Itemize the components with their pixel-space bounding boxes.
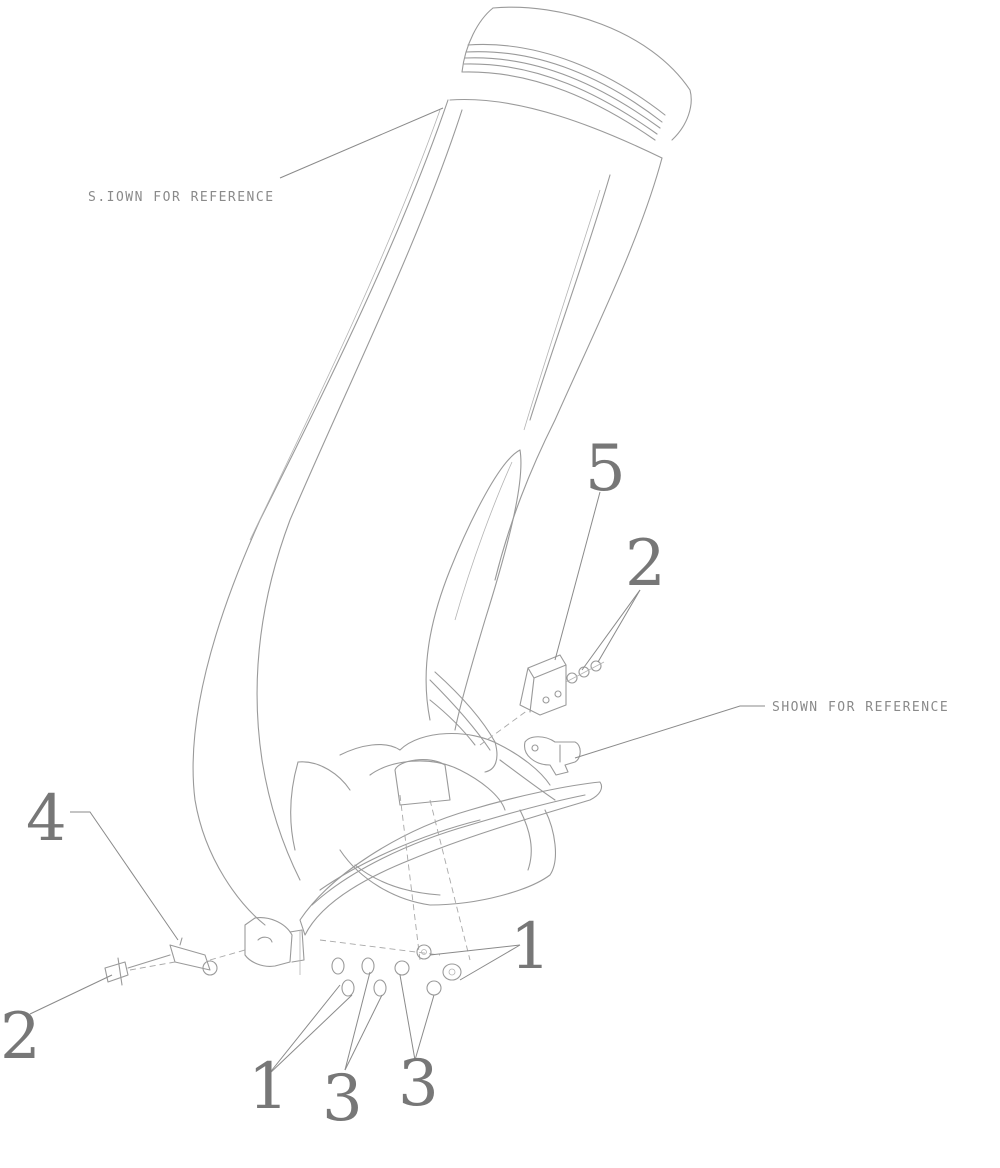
callout-2-left: 2	[0, 1000, 41, 1074]
callout-3-right: 3	[398, 1047, 439, 1121]
callout-3-left: 3	[322, 1062, 363, 1136]
callout-4: 4	[26, 782, 67, 856]
reference-note-right: SHOWN FOR REFERENCE	[772, 700, 949, 715]
callout-1-left: 1	[248, 1050, 289, 1124]
callout-5: 5	[585, 432, 626, 506]
part-2-right-hardware	[565, 660, 605, 684]
leader-lines	[29, 107, 765, 1076]
part-4-pivot-pin	[169, 937, 246, 976]
washers-and-nuts	[331, 944, 462, 997]
part-2-left-screw	[104, 954, 176, 986]
chute-assembly	[192, 6, 692, 975]
callout-1-right: 1	[510, 910, 551, 984]
reference-clip	[524, 736, 581, 776]
reference-note-top: S.IOWN FOR REFERENCE	[88, 190, 275, 205]
part-5-bracket	[479, 654, 567, 746]
callout-2-right: 2	[625, 527, 666, 601]
